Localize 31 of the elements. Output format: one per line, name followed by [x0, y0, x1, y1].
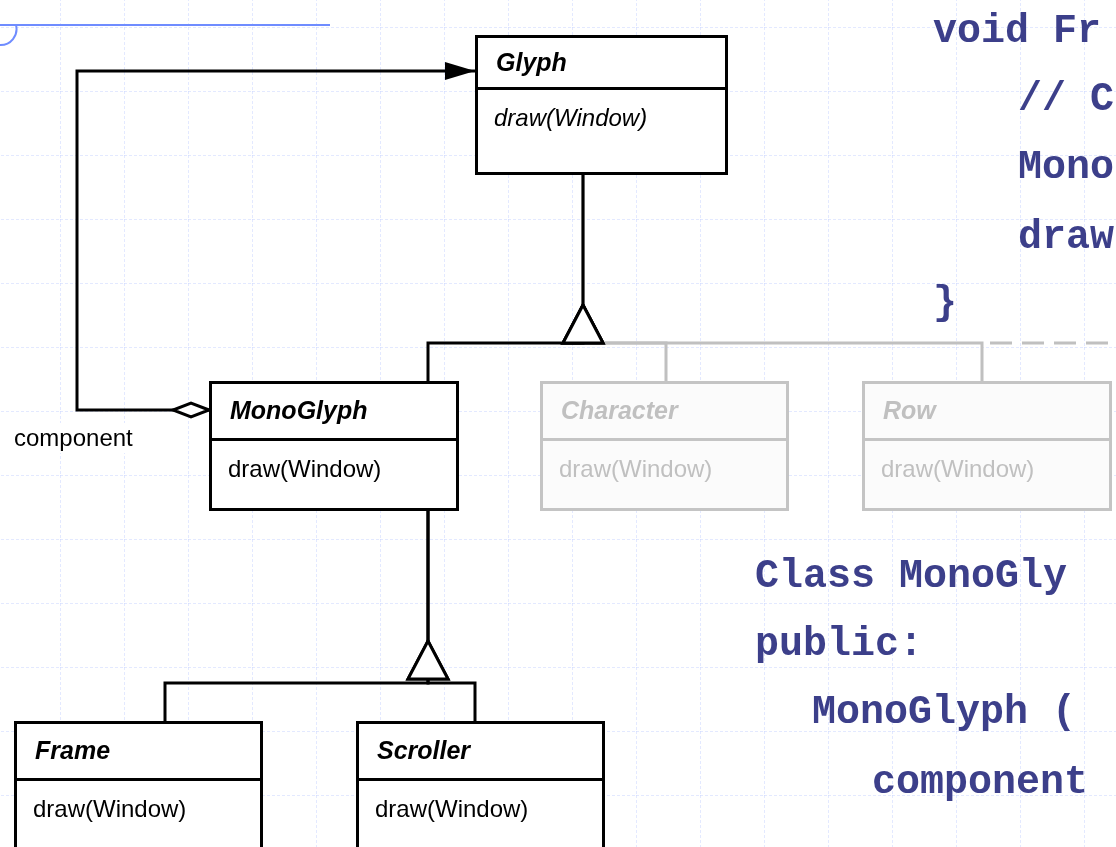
class-name: Row — [883, 395, 936, 427]
method-name: draw(Window) — [494, 103, 648, 133]
code-line: void Fr — [933, 8, 1102, 56]
class-name: Scroller — [377, 735, 471, 767]
method-name: draw(Window) — [228, 454, 382, 484]
class-name: MonoGlyph — [230, 395, 368, 427]
code-line: // C — [1018, 76, 1114, 124]
code-line: Class MonoGly — [755, 553, 1068, 601]
aggregation-arrow — [75, 62, 475, 419]
method-name: draw(Window) — [33, 794, 187, 824]
method-name: draw(Window) — [375, 794, 529, 824]
code-line: } — [933, 280, 957, 328]
class-box — [209, 381, 459, 511]
class-box — [14, 721, 263, 847]
inheritance-line — [406, 511, 477, 721]
edge-label: component — [14, 423, 133, 453]
code-line: public: — [755, 621, 924, 669]
method-name: draw(Window) — [881, 454, 1035, 484]
code-line: MonoGlyph ( — [812, 689, 1077, 737]
class-box — [475, 35, 728, 175]
code-line: component — [872, 759, 1089, 807]
class-name: Character — [561, 395, 678, 427]
class-box — [862, 381, 1112, 511]
class-name: Frame — [35, 735, 111, 767]
class-box — [540, 381, 789, 511]
method-name: draw(Window) — [559, 454, 713, 484]
code-line: draw — [1018, 214, 1114, 262]
class-box — [356, 721, 605, 847]
class-name: Glyph — [496, 46, 567, 78]
inheritance-line — [426, 175, 605, 381]
code-line: Mono — [1018, 144, 1114, 192]
